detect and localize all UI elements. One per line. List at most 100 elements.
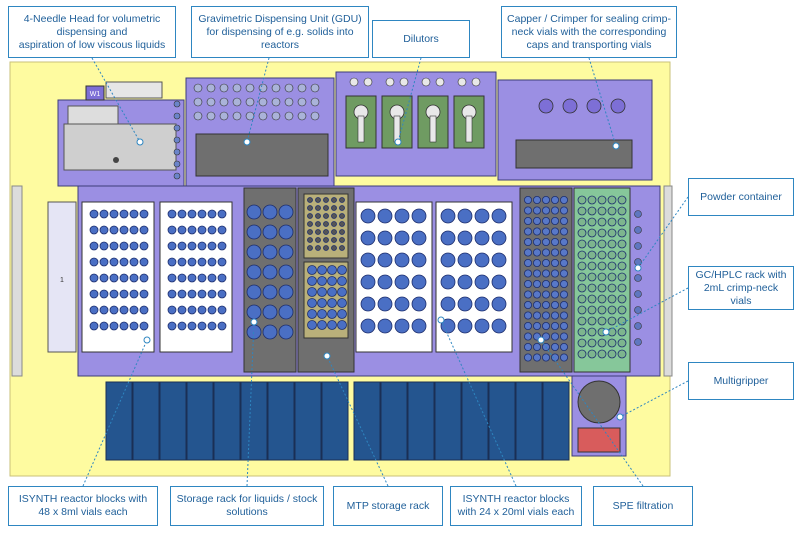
powder-vial bbox=[597, 349, 607, 359]
gdu-vial bbox=[193, 97, 203, 107]
isynth-48-vial bbox=[217, 257, 227, 267]
capper-cap-slot bbox=[586, 98, 602, 114]
isynth-48-vial bbox=[217, 241, 227, 251]
isynth-48-vial bbox=[207, 289, 217, 299]
mtp-well bbox=[323, 221, 329, 227]
mtp-well bbox=[331, 213, 337, 219]
powder-vial bbox=[607, 316, 617, 326]
reactor-block-right bbox=[542, 381, 570, 461]
needle-head-marker bbox=[113, 157, 119, 163]
powder-vial bbox=[617, 228, 627, 238]
gdu-vial bbox=[297, 111, 307, 121]
isynth-48-vial bbox=[197, 209, 207, 219]
powder-vial bbox=[617, 294, 627, 304]
mtp-well bbox=[337, 265, 347, 275]
isynth-48-vial bbox=[99, 241, 109, 251]
gc-hplc-vial bbox=[524, 237, 533, 246]
gc-hplc-vial bbox=[533, 269, 542, 278]
rail-bead bbox=[634, 226, 642, 234]
powder-vial bbox=[587, 217, 597, 227]
isynth-24-vial bbox=[377, 252, 393, 268]
multigripper-head bbox=[577, 380, 621, 424]
mtp-well bbox=[323, 237, 329, 243]
gc-hplc-vial bbox=[533, 237, 542, 246]
gc-hplc-vial bbox=[524, 342, 533, 351]
gc-hplc-vial bbox=[542, 216, 551, 225]
isynth-48-vial bbox=[89, 257, 99, 267]
isynth-24-vial bbox=[491, 318, 507, 334]
callout-multigripper: Multigripper bbox=[688, 362, 794, 400]
storage-rack-vial bbox=[246, 284, 262, 300]
gc-hplc-vial bbox=[524, 290, 533, 299]
side-panel-mark: 1 bbox=[60, 277, 64, 284]
gc-hplc-vial bbox=[524, 353, 533, 362]
isynth-48-vial bbox=[167, 209, 177, 219]
leader-capper-dot bbox=[612, 142, 620, 150]
isynth-24-vial bbox=[474, 208, 490, 224]
powder-vial bbox=[577, 305, 587, 315]
powder-vial bbox=[617, 217, 627, 227]
isynth-24-vial bbox=[457, 274, 473, 290]
gc-hplc-vial bbox=[560, 321, 569, 330]
isynth-48-vial bbox=[207, 273, 217, 283]
mtp-well bbox=[315, 197, 321, 203]
rail-bead bbox=[634, 274, 642, 282]
powder-vial bbox=[597, 294, 607, 304]
powder-vial bbox=[597, 316, 607, 326]
gc-hplc-vial bbox=[524, 332, 533, 341]
rail-bead bbox=[173, 112, 181, 120]
dilutor-port bbox=[363, 77, 373, 87]
gc-hplc-vial bbox=[524, 216, 533, 225]
isynth-48-vial bbox=[89, 273, 99, 283]
gdu-vial bbox=[284, 111, 294, 121]
gdu-vial bbox=[193, 83, 203, 93]
powder-vial bbox=[617, 338, 627, 348]
gc-hplc-vial bbox=[542, 300, 551, 309]
powder-vial bbox=[607, 283, 617, 293]
mtp-well bbox=[307, 309, 317, 319]
gdu-vial bbox=[206, 111, 216, 121]
gc-hplc-vial bbox=[524, 206, 533, 215]
reactor-block-right bbox=[353, 381, 381, 461]
callout-dilutors: Dilutors bbox=[372, 20, 470, 58]
mtp-well bbox=[337, 298, 347, 308]
gdu-vial bbox=[245, 83, 255, 93]
gc-hplc-vial bbox=[551, 195, 560, 204]
gc-hplc-vial bbox=[533, 353, 542, 362]
isynth-48-vial bbox=[187, 305, 197, 315]
gc-hplc-vial bbox=[533, 300, 542, 309]
leader-storage-rack bbox=[246, 321, 255, 487]
rail-bead bbox=[173, 148, 181, 156]
gc-hplc-vial bbox=[524, 227, 533, 236]
rail-bead bbox=[173, 136, 181, 144]
callout-capper: Capper / Crimper for sealing crimp- neck… bbox=[501, 6, 677, 58]
reactor-block-left bbox=[159, 381, 187, 461]
gc-hplc-vial bbox=[542, 248, 551, 257]
isynth-48-vial bbox=[207, 321, 217, 331]
gc-hplc-vial bbox=[560, 258, 569, 267]
mtp-well bbox=[339, 245, 345, 251]
storage-rack-vial bbox=[246, 244, 262, 260]
gc-hplc-vial bbox=[560, 227, 569, 236]
storage-rack-vial bbox=[278, 224, 294, 240]
needle-head-tag-text: W1 bbox=[90, 91, 101, 98]
needle-head-housing bbox=[67, 105, 119, 125]
powder-vial bbox=[607, 305, 617, 315]
isynth-24-vial bbox=[411, 274, 427, 290]
mtp-well bbox=[327, 298, 337, 308]
isynth-48-vial bbox=[139, 321, 149, 331]
gc-hplc-vial bbox=[551, 290, 560, 299]
side-panel bbox=[47, 201, 77, 353]
gdu-vial bbox=[297, 83, 307, 93]
isynth-48-vial bbox=[129, 209, 139, 219]
gc-hplc-vial bbox=[533, 195, 542, 204]
gc-hplc-vial bbox=[560, 195, 569, 204]
powder-vial bbox=[617, 349, 627, 359]
dilutor-port bbox=[471, 77, 481, 87]
callout-mtp-rack: MTP storage rack bbox=[333, 486, 443, 526]
capper-cap-slot bbox=[562, 98, 578, 114]
powder-vial bbox=[587, 206, 597, 216]
capper-cap-slot bbox=[538, 98, 554, 114]
powder-vial bbox=[577, 195, 587, 205]
isynth-48-vial bbox=[167, 305, 177, 315]
